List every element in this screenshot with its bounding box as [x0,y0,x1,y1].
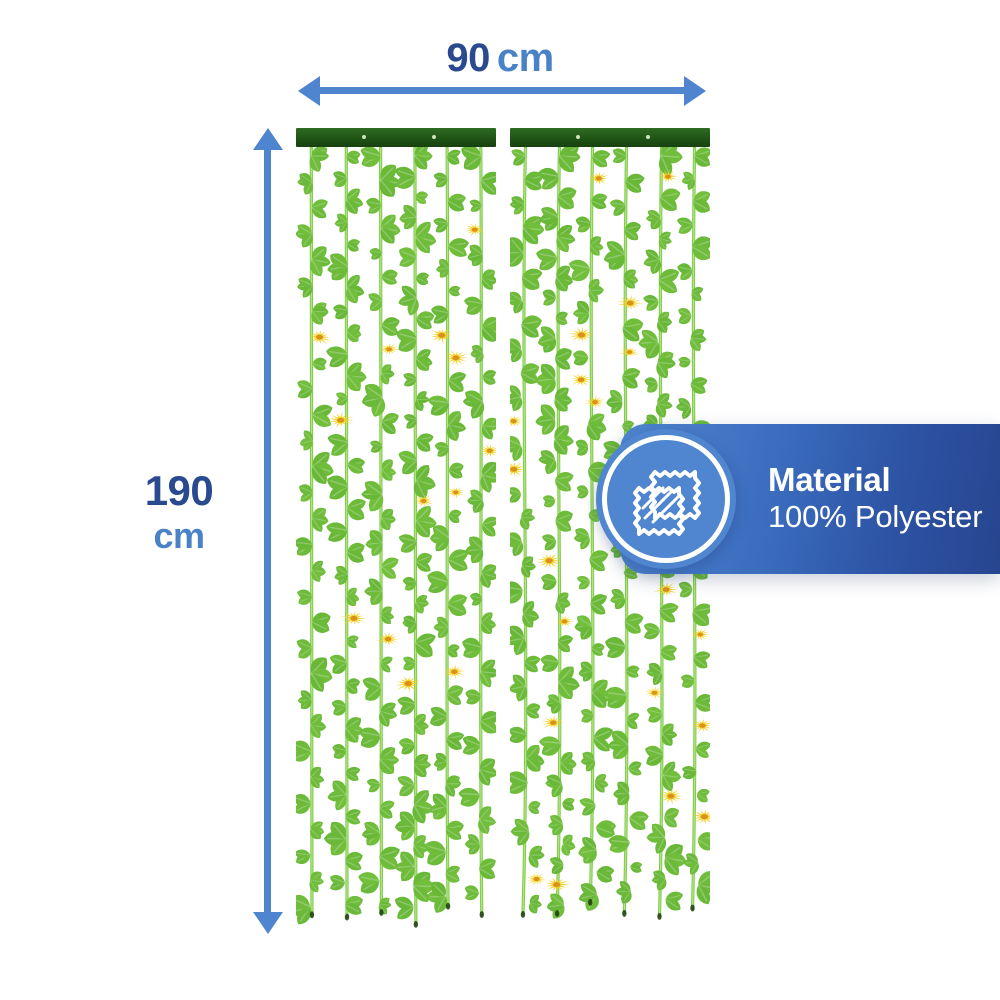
leaf-strands-left-svg [289,143,502,928]
rail-hole [576,135,580,139]
arrow-head-up-icon [253,128,283,150]
material-text-block: Material 100% Polyester [768,461,983,536]
height-value: 190 [144,467,214,514]
material-icon-circle [596,429,736,569]
leaf-curtain-product [289,128,720,928]
arrow-head-down-icon [253,912,283,934]
material-value: 100% Polyester [768,499,983,535]
height-dimension-label: 190 cm [104,470,254,554]
curtain-rail-left [296,128,496,147]
rail-hole [646,135,650,139]
rail-hole [362,135,366,139]
material-icon-ring [602,435,730,563]
arrow-head-left-icon [298,76,320,106]
curtain-rail-right [510,128,710,147]
material-badge: Material 100% Polyester [596,424,1000,574]
curtain-panel-left [289,128,502,928]
width-arrow-line [318,87,686,94]
width-value: 90 [446,36,490,80]
fabric-swatch-icon [633,470,701,536]
strand-group-left [289,142,502,928]
arrow-head-right-icon [684,76,706,106]
rail-hole [432,135,436,139]
height-unit: cm [153,515,205,556]
height-arrow-line [264,148,271,914]
width-unit: cm [496,36,554,80]
material-title: Material [768,461,891,499]
